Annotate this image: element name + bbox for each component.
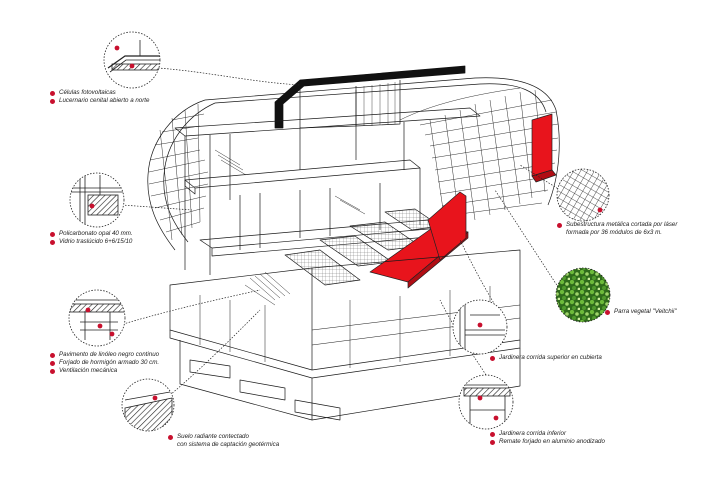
detail-floor-circle: [68, 289, 126, 347]
red-planter-right: [531, 113, 553, 177]
detail-roof-circle: [103, 31, 161, 89]
marker-dot-icon: [50, 352, 55, 358]
shell-top: [204, 77, 557, 111]
detail-markers: [85, 45, 603, 421]
marker-dot-icon: [168, 434, 173, 440]
marker-dot-icon: [50, 239, 55, 245]
marker-dot-icon: [50, 368, 55, 374]
left-shell-grid: [148, 103, 209, 241]
detail-ground-circle: [121, 378, 175, 432]
detail-glass-circle: [69, 172, 125, 228]
annotation-floor: Pavimento de linóleo negro continuo Forj…: [50, 351, 159, 375]
marker-dot-icon: [605, 309, 610, 315]
marker-dot-icon: [557, 222, 562, 228]
marker-dot-icon: [50, 90, 55, 96]
marker-dot-icon: [490, 431, 495, 437]
marker-dot-icon: [50, 360, 55, 366]
marker-dot-icon: [50, 98, 55, 104]
annotation-ground: Suelo radiante contectado con sistema de…: [168, 433, 279, 449]
marker-dot-icon: [50, 231, 55, 237]
annotation-roof: Células fotovoltaicas Lucernario cenital…: [50, 89, 149, 105]
stair: [214, 149, 366, 306]
annotation-planter-bottom: Jardinera corrida inferior Remate forjad…: [490, 430, 605, 446]
annotation-glass: Policarbonato opal 40 mm. Vidrio traslúc…: [50, 230, 133, 246]
building: [147, 65, 560, 421]
marker-dot-icon: [490, 439, 495, 445]
slab-top: [174, 107, 481, 137]
annotation-vegetation: Parra vegetal "Veitchii": [605, 308, 677, 316]
red-planter-wall: [427, 191, 467, 261]
detail-frame-circle: [556, 168, 610, 222]
right-shell: [547, 109, 560, 206]
roof-skylight: [274, 65, 466, 129]
annotation-planter-top: Jardinera corrida superior en cubierta: [490, 354, 602, 362]
marker-dot-icon: [490, 355, 495, 361]
detail-planter-bottom-circle: [458, 374, 514, 430]
detail-vegetation-circle: [555, 267, 611, 323]
left-shell: [147, 99, 206, 251]
annotation-frame: Subestructura metálica cortada por láser…: [557, 221, 677, 237]
